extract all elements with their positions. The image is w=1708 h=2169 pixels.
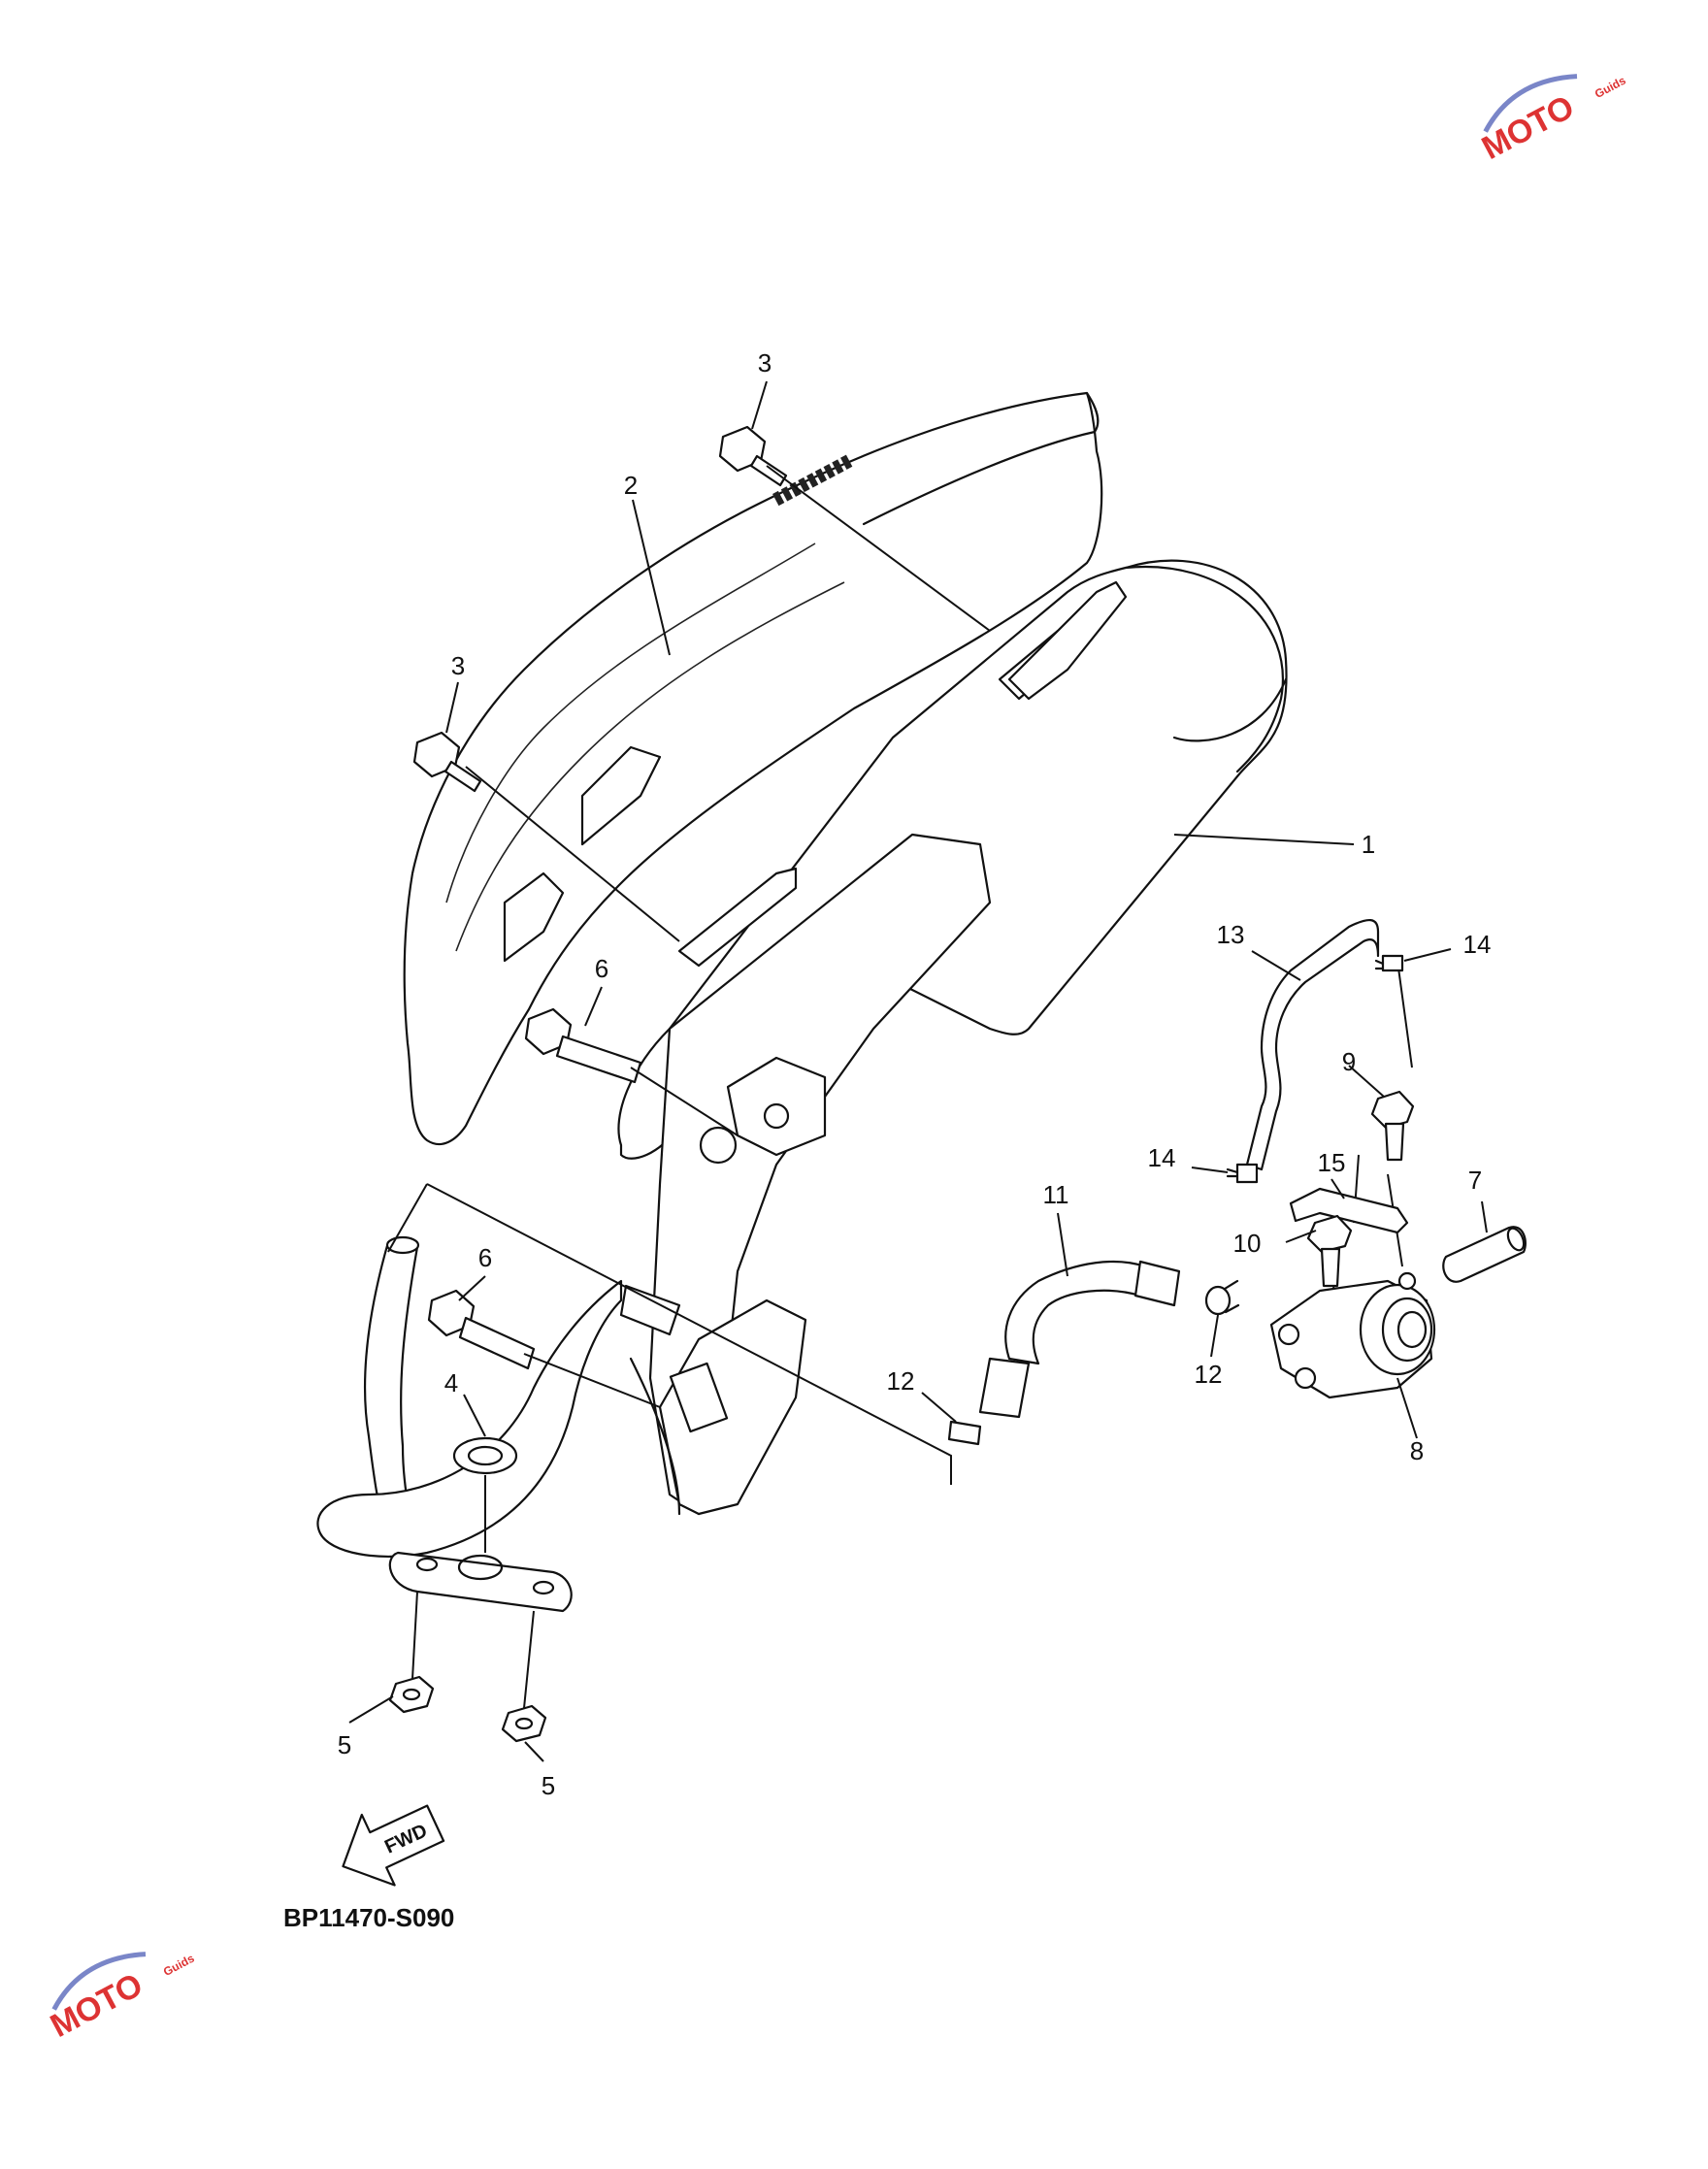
callout-6-upper: 6 — [595, 954, 608, 983]
diagram-code: BP11470-S090 — [283, 1903, 454, 1932]
bolt-left — [412, 731, 482, 793]
muffler-stay — [629, 833, 992, 1516]
air-valve-8 — [1269, 1271, 1436, 1399]
callout-14-top: 14 — [1463, 930, 1492, 959]
leader-lines — [348, 380, 1488, 1762]
clip-12-right — [1204, 1279, 1240, 1316]
clamp-14-top — [1374, 954, 1404, 972]
callout-7: 7 — [1468, 1166, 1482, 1195]
callout-14-bottom: 14 — [1148, 1143, 1176, 1172]
callouts: 1 2 3 3 4 5 5 6 6 7 8 9 10 11 12 12 13 1… — [338, 348, 1492, 1800]
callout-5-right: 5 — [542, 1771, 555, 1800]
hose-13 — [1245, 919, 1380, 1171]
bolt-10 — [1306, 1214, 1353, 1288]
bolt-top — [718, 425, 788, 487]
watermark-logo-bottom: MOTO Guids — [45, 1952, 197, 2046]
watermark-logo-top: MOTO Guids — [1476, 74, 1628, 168]
bolt-lower-6 — [427, 1289, 536, 1370]
callout-12-right: 12 — [1195, 1360, 1223, 1389]
bolt-9 — [1370, 1090, 1415, 1162]
callout-6-lower: 6 — [478, 1243, 492, 1272]
watermark-sub: Guids — [161, 1952, 197, 1979]
callout-11: 11 — [1043, 1180, 1069, 1209]
callout-10: 10 — [1233, 1229, 1262, 1258]
watermark-brand: MOTO — [45, 1966, 148, 2045]
callout-15: 15 — [1318, 1148, 1346, 1177]
callout-1: 1 — [1362, 830, 1375, 859]
exhaust-pipe — [316, 1235, 681, 1613]
clamp-14-bottom — [1226, 1163, 1259, 1184]
nut-right — [501, 1704, 547, 1743]
hose-7 — [1442, 1226, 1527, 1283]
callout-8: 8 — [1410, 1436, 1424, 1465]
watermark-brand: MOTO — [1476, 88, 1580, 167]
watermark-swoosh — [1483, 74, 1578, 133]
fwd-arrow: FWD — [342, 1804, 445, 1887]
callout-12-left: 12 — [887, 1366, 915, 1396]
callout-2: 2 — [624, 471, 638, 500]
stay-15 — [1289, 1187, 1409, 1234]
watermark-sub: Guids — [1593, 74, 1628, 101]
nut-left — [388, 1675, 435, 1714]
assembly-lines — [387, 465, 1413, 1709]
gasket — [452, 1436, 518, 1475]
callout-5-left: 5 — [338, 1730, 351, 1759]
bolt-upper-6 — [524, 1007, 642, 1084]
callout-13: 13 — [1217, 920, 1245, 949]
callout-4: 4 — [444, 1368, 458, 1397]
callout-9: 9 — [1342, 1047, 1356, 1076]
callout-3-left: 3 — [451, 651, 465, 680]
callout-3-top: 3 — [758, 348, 772, 378]
hose-11 — [978, 1260, 1181, 1419]
clip-12-left — [947, 1420, 982, 1446]
watermark-swoosh — [51, 1952, 147, 2011]
